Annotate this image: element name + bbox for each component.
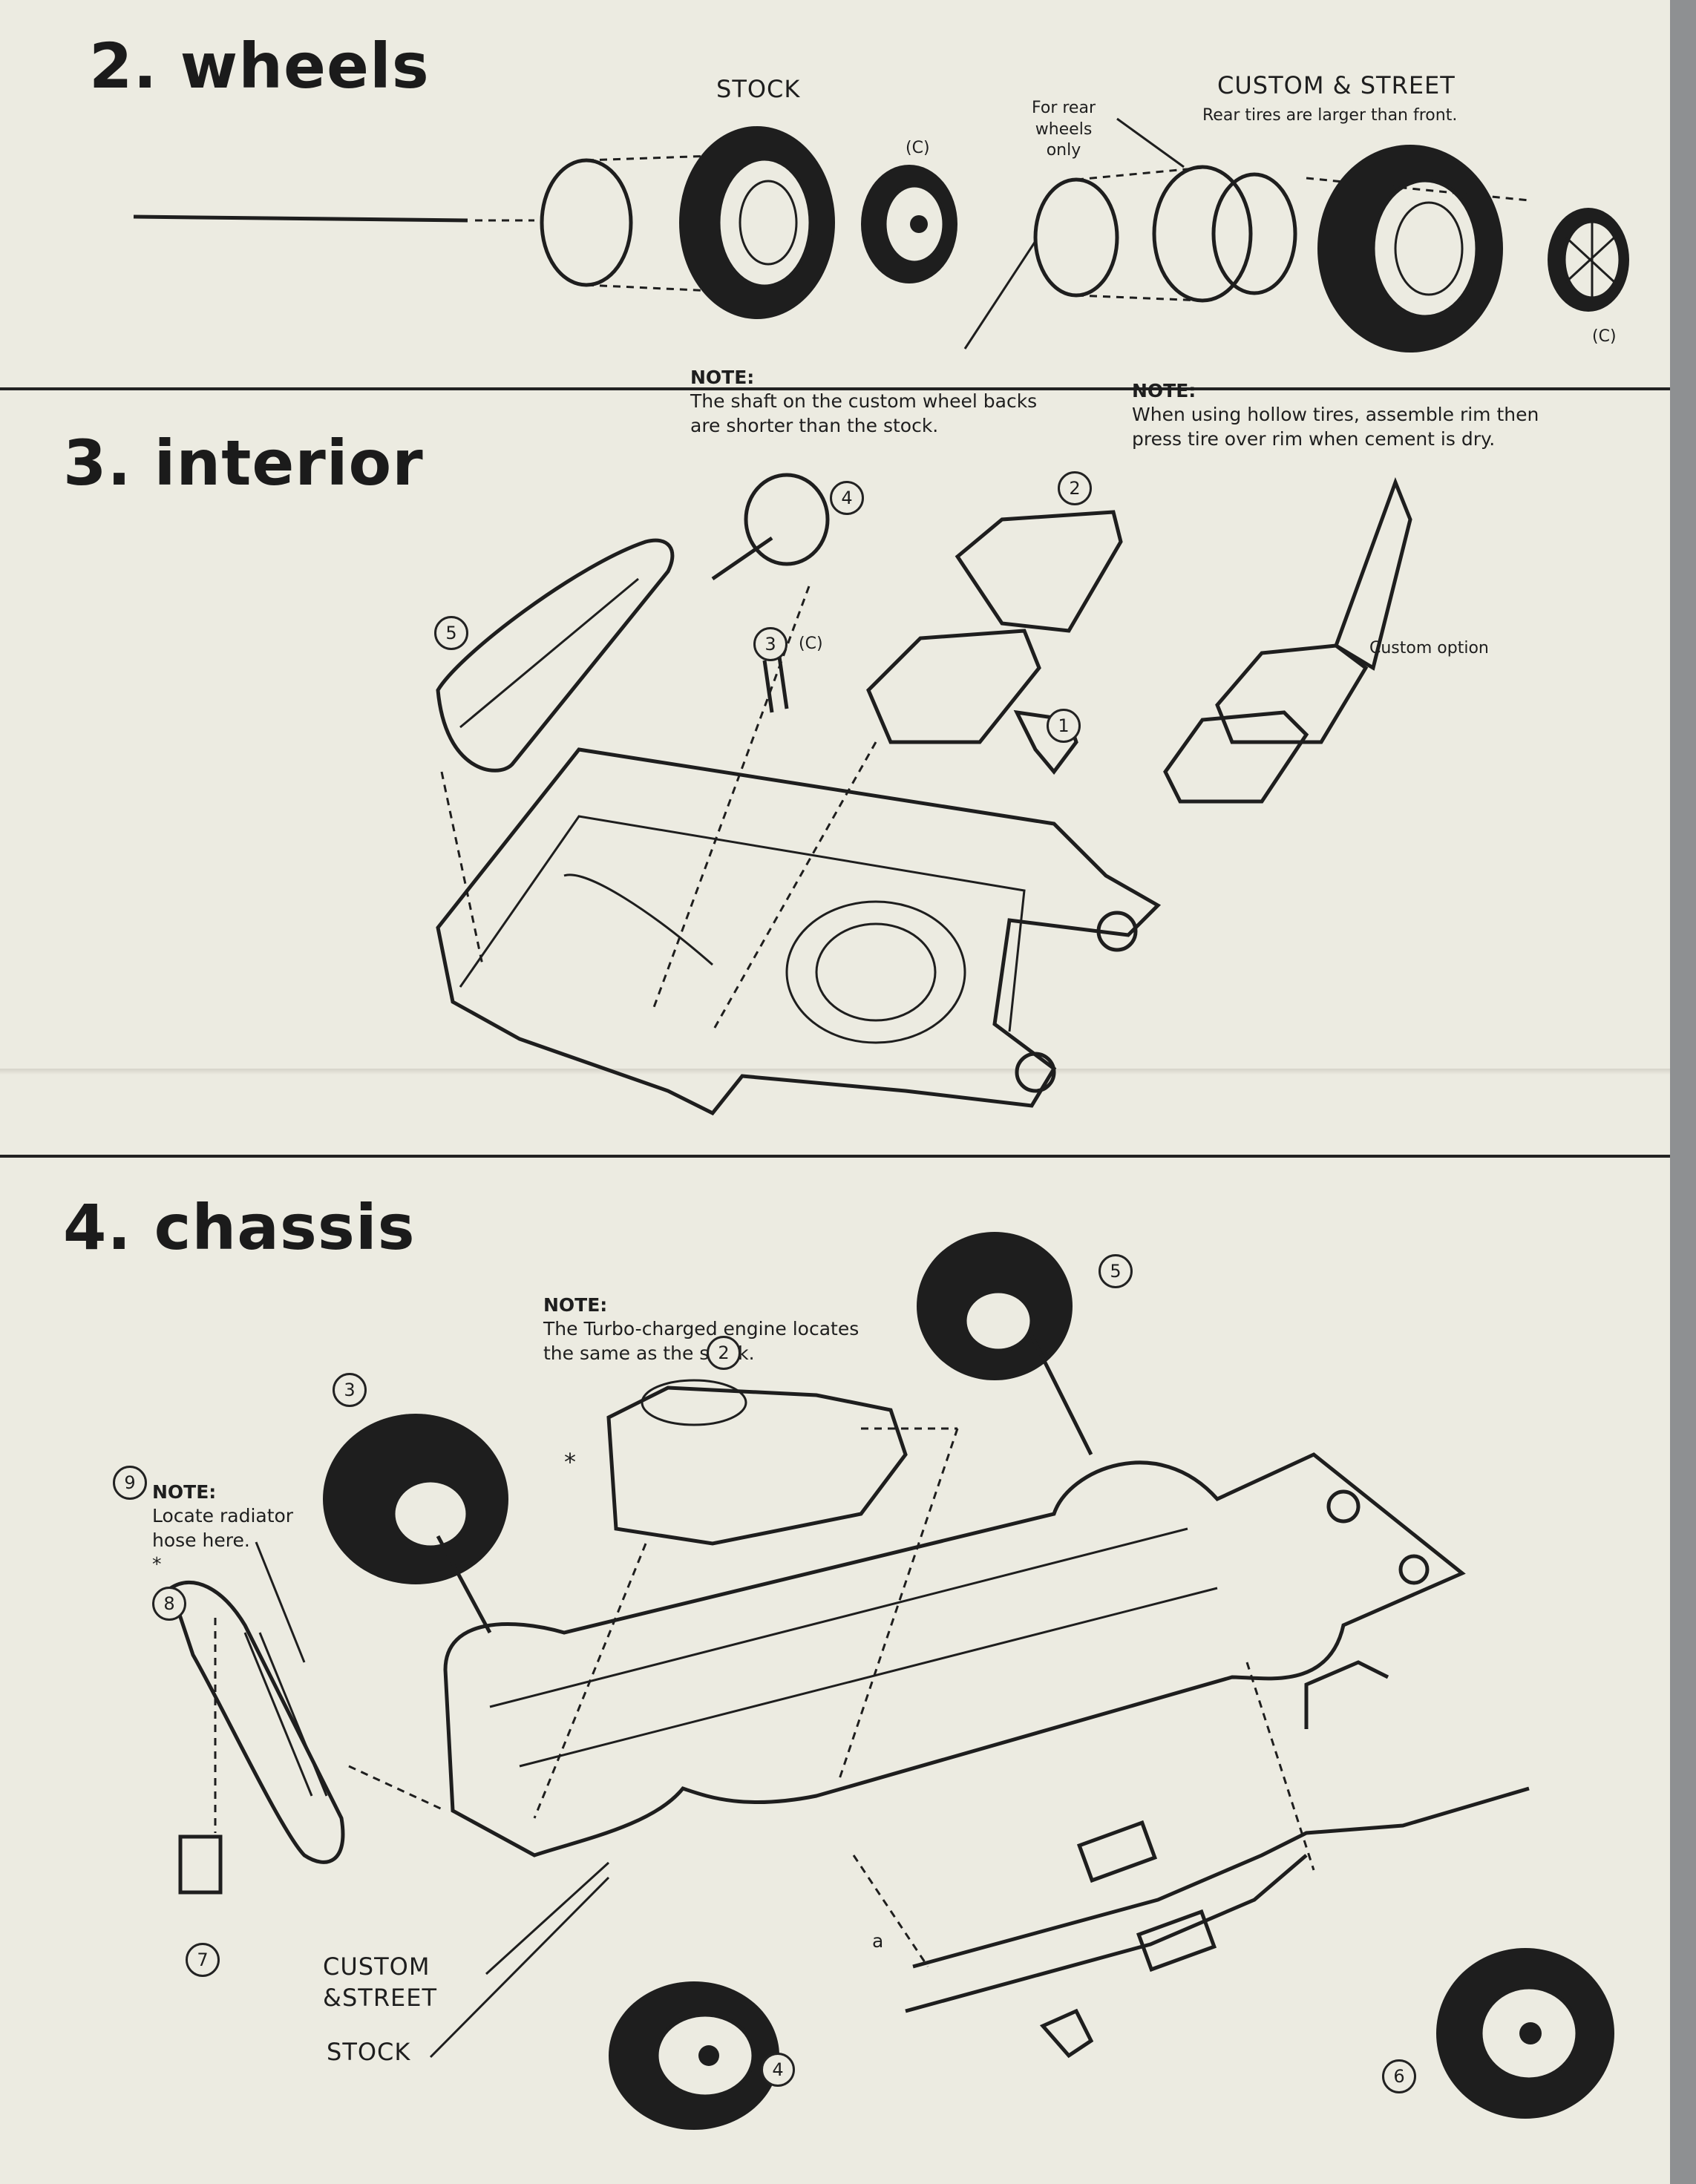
asterisk-marker: * (152, 1553, 162, 1575)
paper-fold (0, 1069, 1670, 1075)
custom-seat-1 (1215, 643, 1369, 744)
section-divider-wheels (0, 387, 1670, 390)
note-label: NOTE: (543, 1293, 608, 1316)
seat-back (955, 510, 1123, 633)
callout-5: 5 (1099, 1254, 1133, 1288)
note-text: When using hollow tires, assemble rim th… (1132, 404, 1539, 450)
callout-1: 1 (1047, 709, 1081, 743)
note-hollow-tires: NOTE: When using hollow tires, assemble … (1132, 355, 1562, 451)
interior-illustration (436, 473, 1412, 1116)
muffler-left (1076, 1820, 1158, 1883)
a-tag: a (872, 1930, 884, 1952)
battery-part (178, 1834, 223, 1895)
rear-wheels-only-note: For rear wheels only (1032, 99, 1096, 160)
muffler-right (1136, 1909, 1217, 1973)
callout-3: 3 (753, 627, 788, 661)
section-divider-interior (0, 1155, 1670, 1158)
engine-part (606, 1386, 908, 1546)
note-text: Locate radiator hose here. (152, 1505, 294, 1551)
note-radiator-hose: NOTE: Locate radiator hose here. * (152, 1456, 301, 1577)
c-tag-interior: (C) (799, 634, 823, 653)
asterisk-engine: * (564, 1448, 577, 1476)
seat-bottom (866, 629, 1041, 744)
section-heading-wheels: 2. wheels (89, 30, 430, 102)
note-label: NOTE: (152, 1480, 217, 1503)
note-text: The shaft on the custom wheel backs are … (690, 390, 1038, 436)
c-tag-right: (C) (1592, 327, 1617, 346)
rear-tires-note: Rear tires are larger than front. (1202, 106, 1458, 125)
callout-2: 2 (707, 1336, 741, 1370)
note-text: The Turbo-charged engine locates the sam… (543, 1318, 860, 1364)
chassis-illustration (168, 1232, 1614, 2130)
wheels-illustration (133, 117, 1629, 352)
custom-street-label: CUSTOM & STREET (1217, 71, 1456, 99)
callout-2: 2 (1058, 471, 1092, 505)
custom-wheel-back (1033, 177, 1119, 298)
custom-seat-2 (1163, 710, 1309, 804)
callout-7: 7 (186, 1943, 220, 1977)
note-label: NOTE: (1132, 379, 1196, 401)
pointing-hand-icon-2 (1039, 2008, 1094, 2059)
callout-5: 5 (434, 616, 468, 650)
custom-street-leader: CUSTOM &STREET (323, 1952, 438, 2012)
section-heading-interior: 3. interior (63, 427, 424, 499)
callout-9: 9 (113, 1466, 147, 1500)
custom-option-label: Custom option (1369, 639, 1489, 658)
callout-4: 4 (761, 2053, 795, 2087)
rear-spacer (1152, 165, 1253, 303)
section-heading-chassis: 4. chassis (63, 1191, 416, 1264)
note-turbo-engine: NOTE: The Turbo-charged engine locates t… (543, 1269, 892, 1365)
dashboard-part (436, 538, 675, 773)
callout-3: 3 (333, 1373, 367, 1407)
callout-8: 8 (152, 1587, 186, 1621)
axle-rod (133, 214, 468, 223)
steering-wheel (744, 473, 830, 566)
stock-label: STOCK (716, 75, 801, 103)
c-tag-left: (C) (906, 139, 930, 157)
chassis-pan (443, 1452, 1466, 1857)
note-shaft: NOTE: The shaft on the custom wheel back… (690, 341, 1061, 438)
stock-wheel-back (540, 158, 633, 287)
callout-6: 6 (1382, 2059, 1416, 2093)
stock-leader: STOCK (327, 2038, 411, 2066)
radiator-grille-part (168, 1580, 345, 1864)
callout-4: 4 (830, 481, 864, 515)
exhaust-pipe (912, 1786, 1530, 1969)
note-label: NOTE: (690, 366, 755, 388)
